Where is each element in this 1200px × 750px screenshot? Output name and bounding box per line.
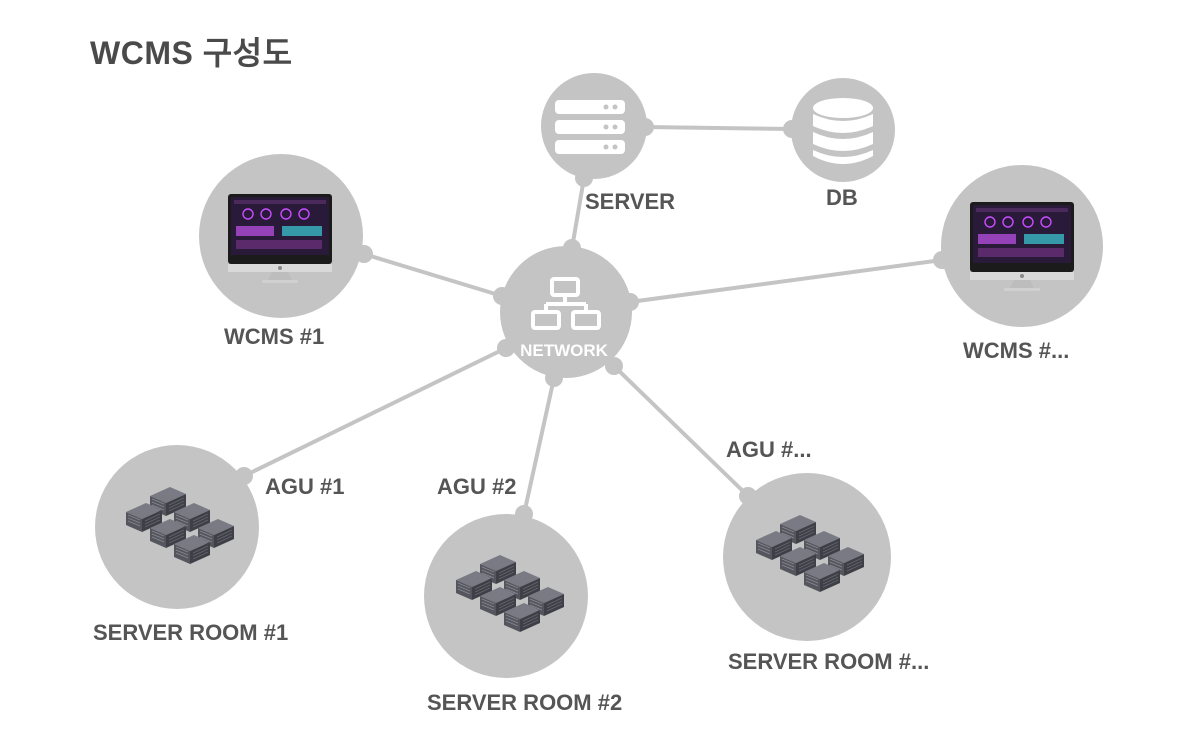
node-room1[interactable] [95,445,259,609]
wcms1-label: WCMS #1 [224,324,324,349]
line-network-room1 [243,346,507,478]
network-icon [531,277,601,330]
agun-label: AGU #... [726,437,812,462]
db-label: DB [826,185,858,210]
room2-label: SERVER ROOM #2 [427,690,622,715]
line-server-db [644,125,793,131]
wcmsn-label: WCMS #... [963,338,1069,363]
page-title: WCMS 구성도 [90,35,293,71]
server-label: SERVER [585,189,675,214]
node-server[interactable] [541,73,654,187]
line-network-room2 [522,377,556,515]
database-icon [813,98,873,164]
monitor-icon [227,193,333,284]
roomn-label: SERVER ROOM #... [728,649,929,674]
agu2-label: AGU #2 [437,474,516,499]
line-network-wcms1 [363,252,503,298]
room1-label: SERVER ROOM #1 [93,620,288,645]
node-room2[interactable] [424,505,588,678]
node-db[interactable] [783,78,895,182]
node-roomn[interactable] [723,473,891,641]
node-network[interactable]: NETWORK [493,239,639,387]
node-wcmsn[interactable] [933,165,1103,327]
node-wcms1[interactable] [199,154,373,318]
line-network-server [570,177,586,249]
line-network-roomn [612,364,750,498]
connection-lines [243,125,943,515]
monitor-icon [969,201,1075,292]
server-stack-icon [555,100,625,154]
line-network-wcmsn [629,258,943,304]
network-label: NETWORK [520,341,609,360]
agu1-label: AGU #1 [265,474,344,499]
